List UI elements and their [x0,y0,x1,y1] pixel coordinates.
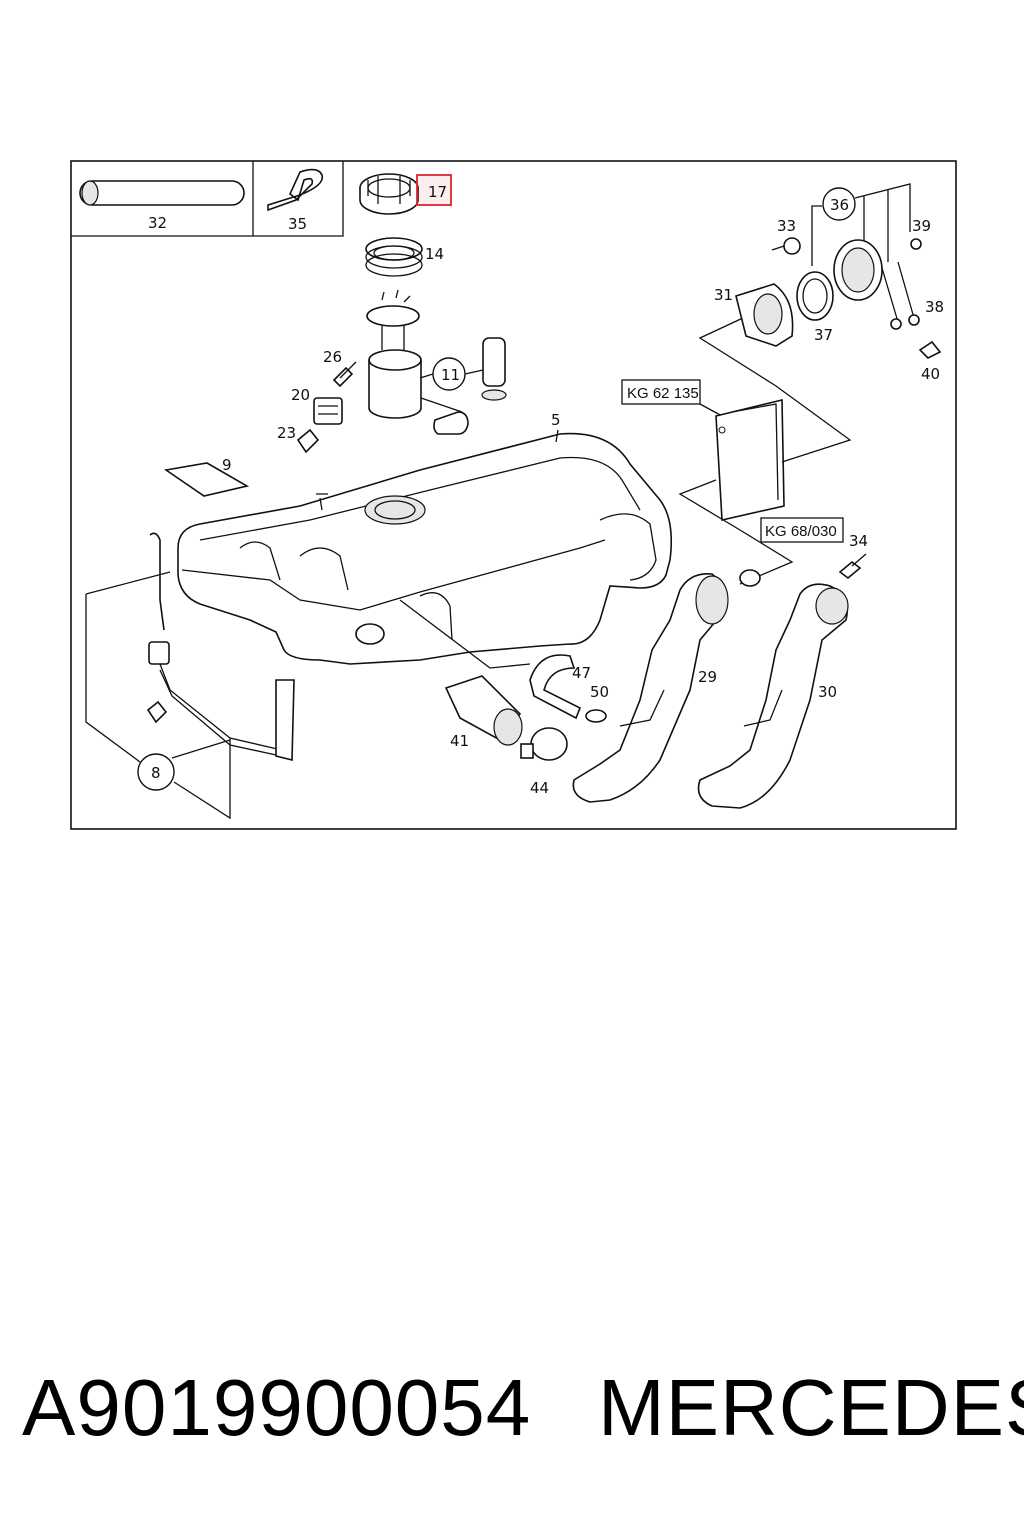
callout-11: 11 [441,366,460,384]
screw-part-33 [771,237,801,255]
callout-31: 31 [714,286,733,304]
callout-14: 14 [425,245,444,263]
strap-part-8 [146,532,295,762]
fuel-tank-part-5 [177,432,673,665]
svg-text:KG 62 135: KG 62 135 [627,385,699,402]
fuel-system-diagram: 32 35 17 14 11 26 [70,160,957,830]
filler-neck-part-30 [697,583,849,809]
callout-50: 50 [590,683,609,701]
callout-36: 36 [830,196,849,214]
callout-47: 47 [572,664,591,682]
filler-neck-part-29 [572,573,729,803]
seal-ring-part-14 [365,237,423,277]
hose-part-47 [529,654,582,720]
callout-23: 23 [277,424,296,442]
bolt-part-34 [838,553,867,580]
screw-part-39 [910,238,922,250]
plug-part-23 [296,428,320,454]
clamp-part-50 [585,709,607,723]
callout-32: 32 [148,214,167,232]
clamp-part-44 [520,727,568,761]
hose-part-32 [79,180,245,206]
callout-circle-36 [822,187,856,221]
callout-17: 17 [428,183,447,201]
cable-tie-part-35 [267,168,324,212]
part-number: A9019900054 [22,1363,532,1452]
ring-part-37 [796,271,834,321]
svg-text:KG 68/030: KG 68/030 [765,523,837,540]
callout-33: 33 [777,217,796,235]
plug-part-40 [918,340,942,359]
callout-26: 26 [323,348,342,366]
brand-name: MERCEDES [598,1363,1024,1452]
fuel-cap [833,239,883,301]
panel-part [715,398,785,521]
pad-part-9 [163,462,250,497]
hose-part-41 [444,675,523,746]
washer-part [739,569,761,587]
tether-part-38 [881,261,920,330]
callout-40: 40 [921,365,940,383]
fuel-pump-module [366,289,469,435]
reference-box-kg68: KG 68/030 [760,517,844,543]
callout-38: 38 [925,298,944,316]
inset-box [71,161,344,237]
callout-41: 41 [450,732,469,750]
connector-part-20 [313,397,343,425]
callout-30: 30 [818,683,837,701]
callout-44: 44 [530,779,549,797]
callout-34: 34 [849,532,868,550]
lock-ring-part-17 [359,173,419,215]
callout-8: 8 [151,764,161,782]
diagram-frame [70,160,957,830]
callout-circle-8 [137,753,175,791]
pump-part-11 [481,337,507,401]
callout-39: 39 [912,217,931,235]
callout-9: 9 [222,456,232,474]
highlight-box-17 [416,174,452,206]
callout-5: 5 [551,411,561,429]
reference-box-kg62: KG 62 135 [621,379,701,405]
callout-37: 37 [814,326,833,344]
callout-35: 35 [288,215,307,233]
flange-part-31 [735,283,794,347]
callout-20: 20 [291,386,310,404]
callout-29: 29 [698,668,717,686]
clip-part-26 [332,361,357,388]
